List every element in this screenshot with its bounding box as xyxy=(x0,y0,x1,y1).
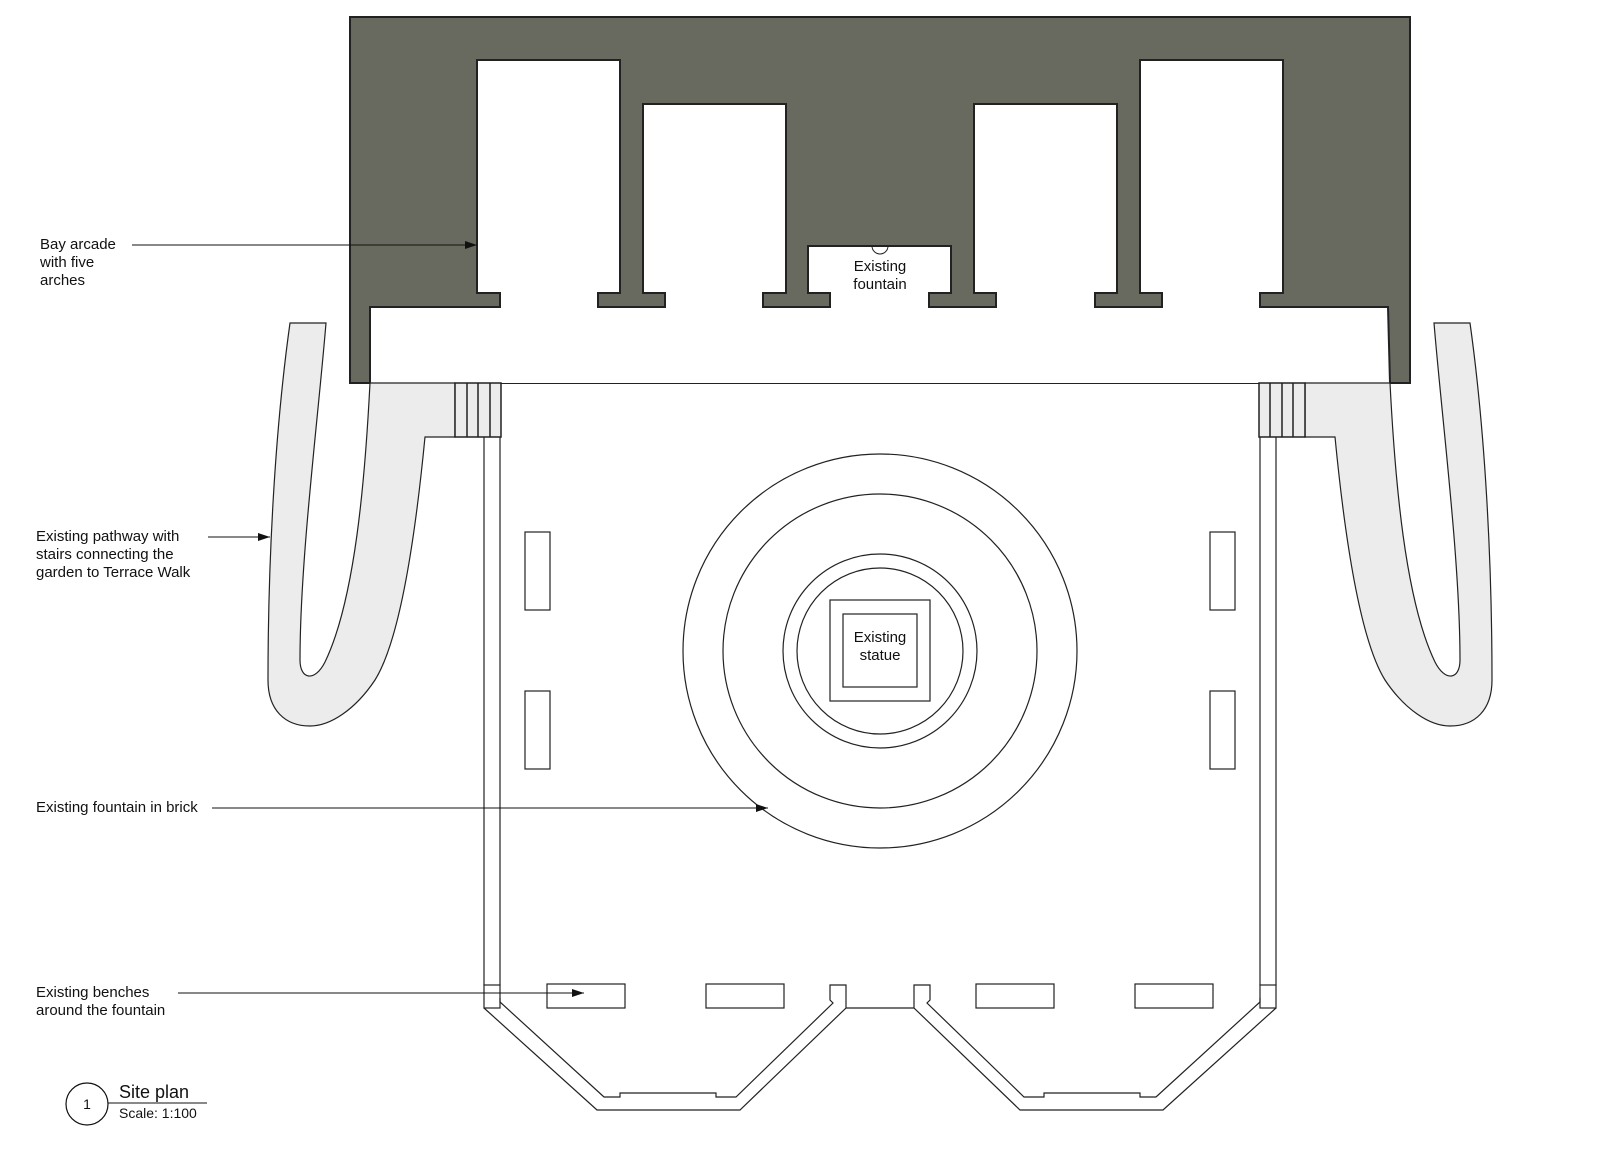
benches xyxy=(524,531,1236,1009)
small-fountain-mark xyxy=(871,245,889,255)
plaza-wall-left xyxy=(483,437,880,1111)
statue-base xyxy=(829,599,931,702)
bench xyxy=(524,531,551,611)
bench xyxy=(705,983,785,1009)
arcade-arches-cutout xyxy=(369,59,1391,384)
label-small-fountain: Existing fountain xyxy=(853,258,907,293)
plaza-wall-right xyxy=(880,437,1277,1111)
label-statue: Existing statue xyxy=(853,629,907,664)
bench xyxy=(546,983,626,1009)
label-arcade: Bay arcade with five arches xyxy=(40,236,116,289)
statue xyxy=(842,613,918,688)
pathway-right xyxy=(1258,322,1493,727)
label-benches: Existing benches around the fountain xyxy=(36,984,166,1019)
bench xyxy=(1134,983,1214,1009)
bench xyxy=(524,690,551,770)
drawing-number-circle xyxy=(65,1082,109,1126)
bench xyxy=(1209,690,1236,770)
bench xyxy=(975,983,1055,1009)
drawing-scale: Scale: 1:100 xyxy=(119,1105,197,1121)
label-fountain-brick: Existing fountain in brick xyxy=(36,799,198,816)
label-pathway: Existing pathway with stairs connecting … xyxy=(36,528,191,581)
bench xyxy=(1209,531,1236,611)
brick-fountain xyxy=(682,453,1078,849)
drawing-number: 1 xyxy=(83,1096,91,1112)
pathway-left xyxy=(267,322,502,727)
drawing-title: Site plan xyxy=(119,1082,190,1102)
